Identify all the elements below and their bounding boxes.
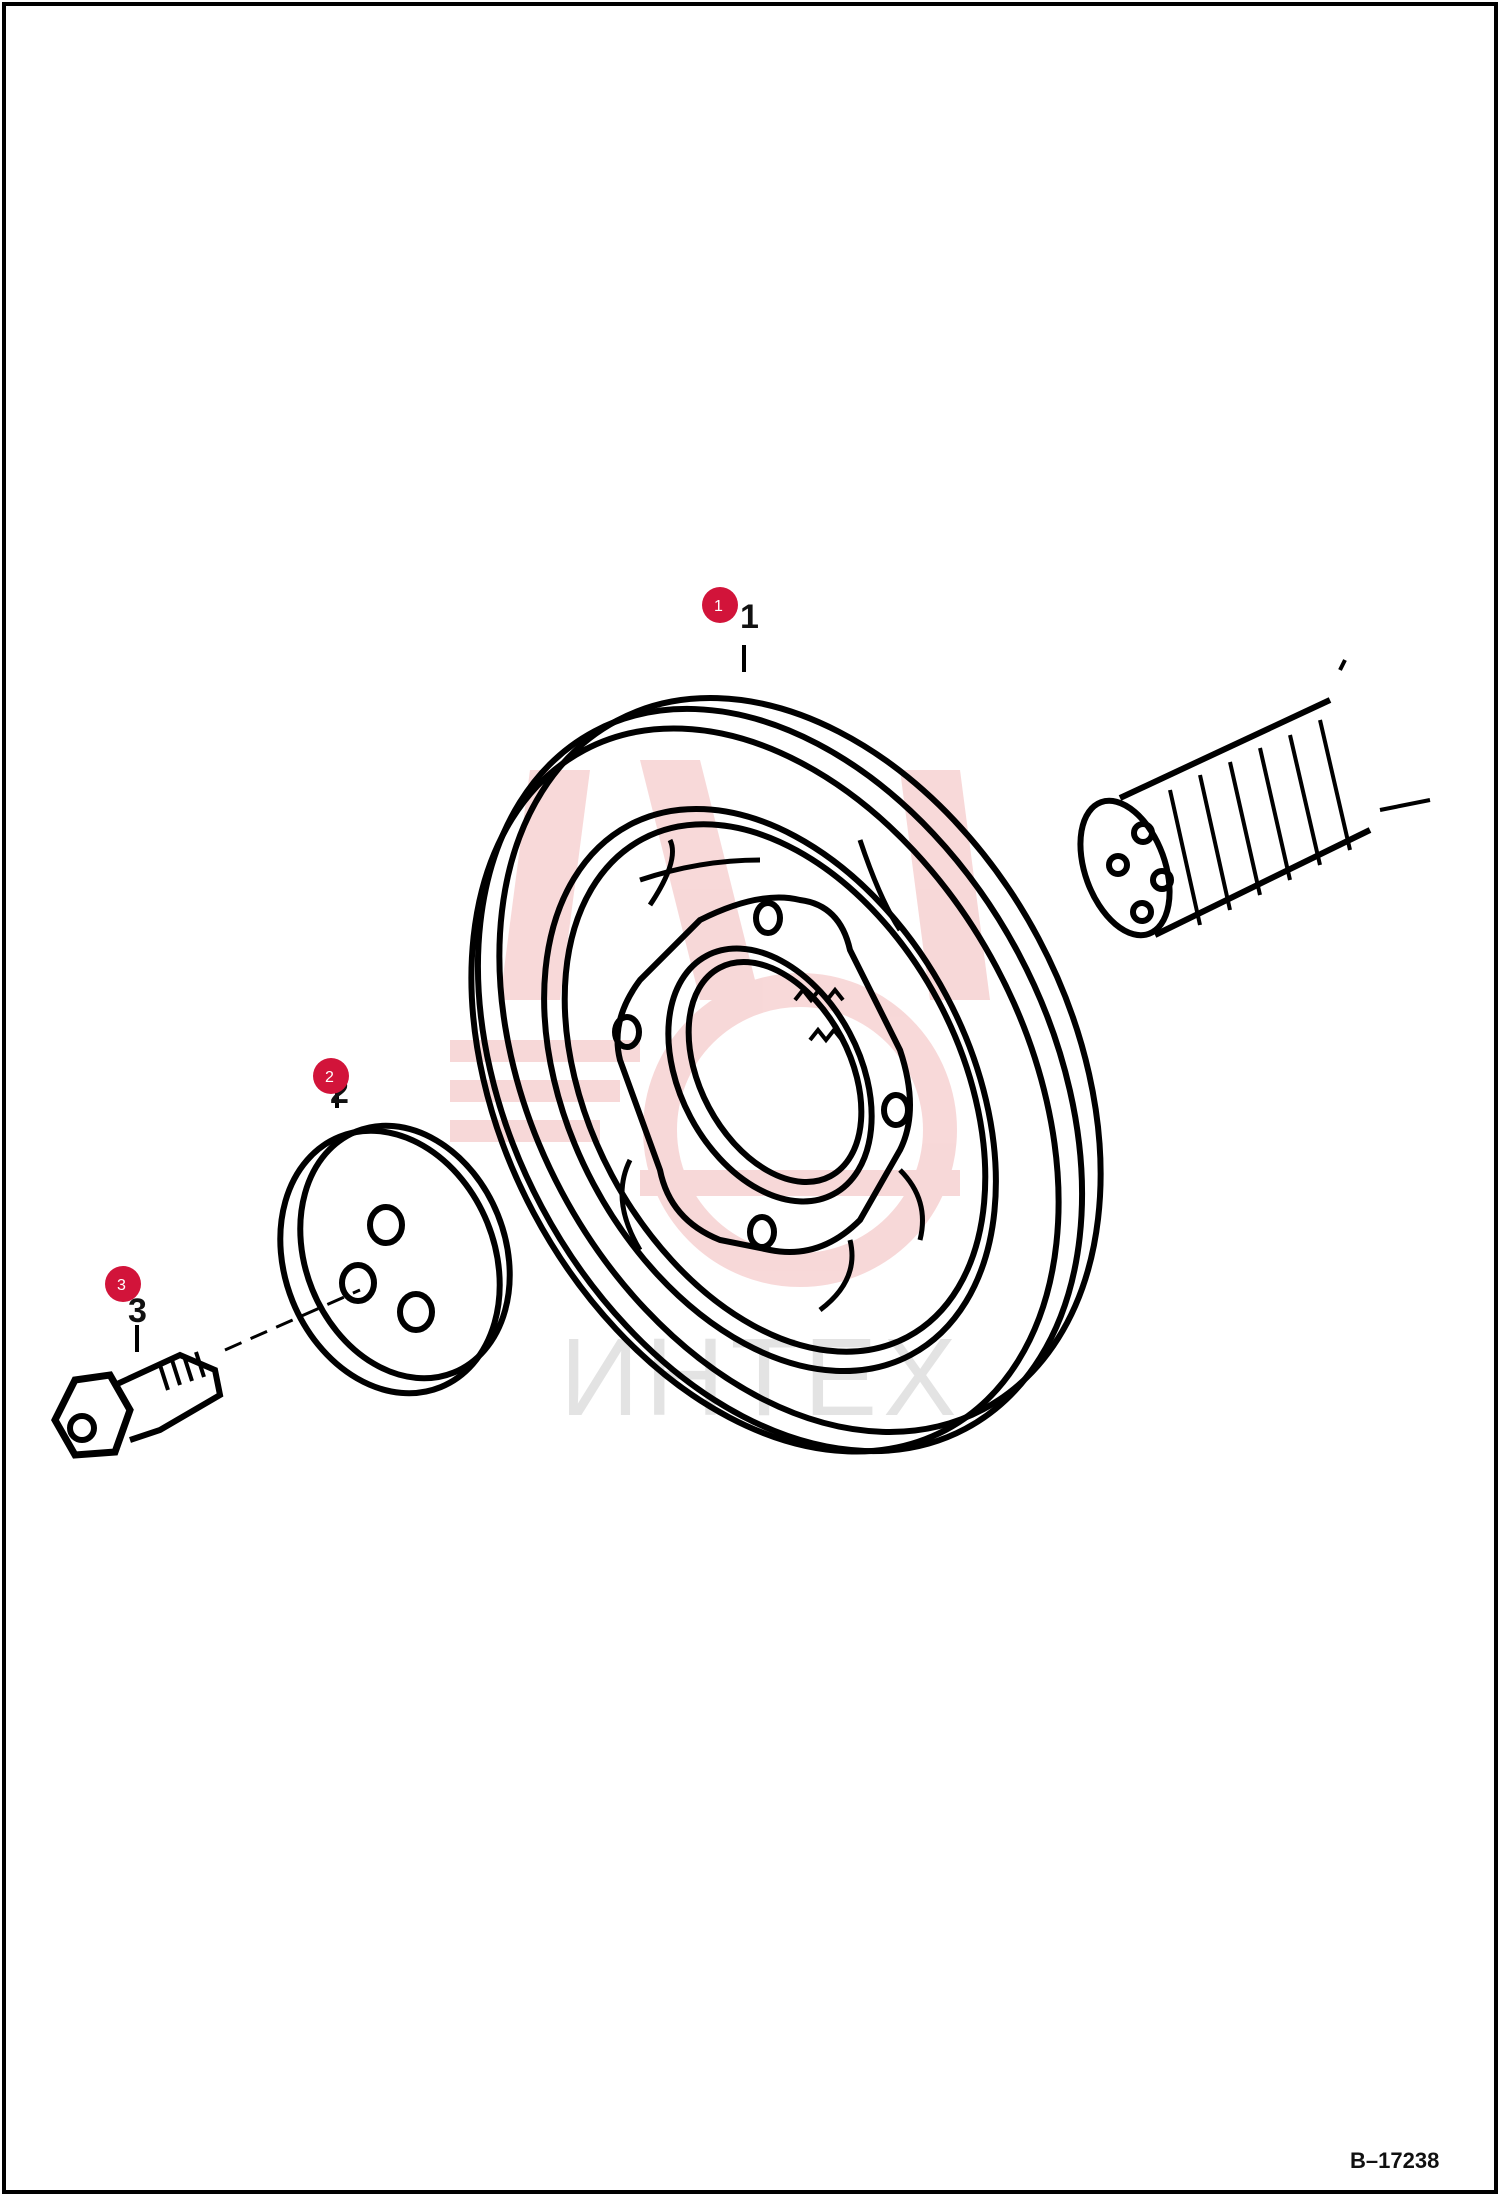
callout-1[interactable]: 1 bbox=[702, 587, 738, 623]
drawing-reference: B–17238 bbox=[1350, 2148, 1439, 2173]
callout-3-label: 3 bbox=[117, 1277, 126, 1294]
washer-plate-part bbox=[277, 1086, 513, 1397]
callout-3[interactable]: 3 bbox=[105, 1266, 141, 1302]
bolt-part bbox=[51, 1288, 361, 1459]
watermark-logo bbox=[450, 760, 990, 1287]
callout-1-badge[interactable] bbox=[702, 587, 738, 623]
callout-2-badge[interactable] bbox=[313, 1058, 349, 1094]
part-number-3: 3 bbox=[128, 1292, 147, 1330]
part-number-1: 1 bbox=[740, 598, 759, 636]
pulley-part bbox=[468, 645, 1104, 1455]
callout-3-badge[interactable] bbox=[105, 1266, 141, 1302]
callout-1-label: 1 bbox=[714, 598, 723, 615]
callout-2-label: 2 bbox=[325, 1069, 334, 1086]
callout-2[interactable]: 2 bbox=[313, 1058, 349, 1094]
splined-shaft bbox=[1077, 659, 1431, 939]
